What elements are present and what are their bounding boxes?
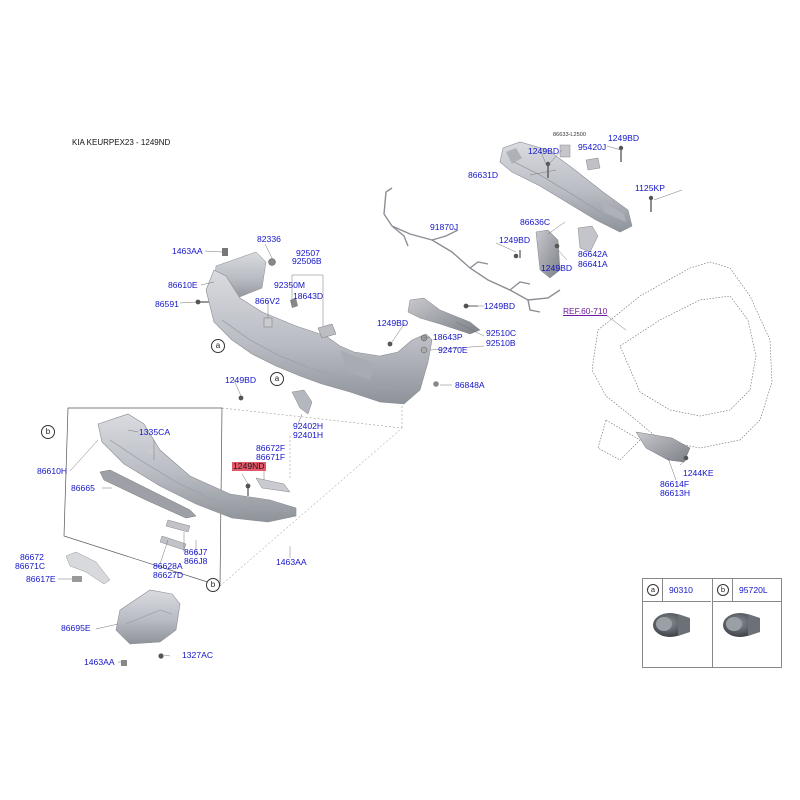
label-92470e[interactable]: 92470E: [438, 345, 468, 355]
label-866j7[interactable]: 866J7: [184, 547, 208, 557]
label-86631d[interactable]: 86631D: [468, 170, 499, 180]
legend-head-a: a 90310: [643, 579, 711, 602]
label-1249bd-bracket[interactable]: 1249BD: [541, 263, 573, 273]
beam-86631D: [499, 141, 633, 233]
clip-86848A: [433, 381, 439, 387]
label-866v2[interactable]: 866V2: [255, 296, 280, 306]
label-92402h[interactable]: 92402H: [293, 421, 324, 431]
label-86613h[interactable]: 86613H: [660, 488, 691, 498]
legend-cell-a: a 90310: [643, 579, 711, 667]
legend-callout-a: a: [647, 584, 659, 596]
label-86641a[interactable]: 86641A: [578, 259, 608, 269]
sensor-90310-icon: [653, 613, 690, 637]
label-1463aa-bottom[interactable]: 1463AA: [84, 657, 115, 667]
label-86672[interactable]: 86672: [20, 552, 44, 562]
sensor-95720L-icon: [723, 613, 760, 637]
label-86617e[interactable]: 86617E: [26, 574, 56, 584]
label-1463aa-mid[interactable]: 1463AA: [276, 557, 307, 567]
label-86665[interactable]: 86665: [71, 483, 95, 493]
label-92507[interactable]: 92507: [296, 248, 320, 258]
mud-guard-86695E: [115, 589, 181, 666]
label-18643p[interactable]: 18643P: [433, 332, 463, 342]
quarter-bracket-86614F: [635, 431, 691, 463]
bracket-86642A: [513, 225, 599, 279]
legend-code-90310[interactable]: 90310: [669, 585, 693, 595]
label-86671c[interactable]: 86671C: [15, 561, 46, 571]
label-1125kp[interactable]: 1125KP: [635, 183, 665, 193]
garnish-86665: [99, 469, 197, 519]
callout-a-lower: a: [270, 372, 284, 386]
label-1335ca[interactable]: 1335CA: [139, 427, 171, 437]
label-95420j[interactable]: 95420J: [578, 142, 607, 152]
wiring-harness-91870J: [383, 187, 561, 313]
legend-code-95720L[interactable]: 95720L: [739, 585, 768, 595]
side-piece-86672: [65, 551, 111, 585]
reflector-92402H: [291, 389, 313, 415]
label-1463aa-top[interactable]: 1463AA: [172, 246, 203, 256]
label-86848a[interactable]: 86848A: [455, 380, 485, 390]
label-86642a[interactable]: 86642A: [578, 249, 608, 259]
clips-866J7: [159, 519, 191, 551]
label-86627d[interactable]: 86627D: [153, 570, 184, 580]
label-1249bd-top-right[interactable]: 1249BD: [608, 133, 640, 143]
beam-hardware: [545, 145, 654, 212]
label-82336[interactable]: 82336: [257, 234, 281, 244]
label-86695e[interactable]: 86695E: [61, 623, 91, 633]
legend-cell-b: b 95720L: [712, 579, 781, 667]
screw-1249BD-left: [238, 395, 244, 401]
label-1249nd[interactable]: 1249ND: [232, 461, 266, 471]
label-leaders: [58, 145, 687, 663]
label-866j8[interactable]: 866J8: [184, 556, 208, 566]
label-91870j[interactable]: 91870J: [430, 222, 459, 232]
quarter-panel-line-art: [591, 261, 773, 461]
callout-b-upper: b: [41, 425, 55, 439]
label-92510c[interactable]: 92510C: [486, 328, 517, 338]
label-86636c[interactable]: 86636C: [520, 217, 551, 227]
label-92510b[interactable]: 92510B: [486, 338, 516, 348]
legend-head-b: b 95720L: [713, 579, 781, 602]
label-1249bd-left[interactable]: 1249BD: [225, 375, 257, 385]
callout-b-lower: b: [206, 578, 220, 592]
leader-lines: [219, 404, 403, 587]
label-92506b[interactable]: 92506B: [292, 256, 322, 266]
ref-link-60-710[interactable]: REF.60-710: [563, 306, 608, 316]
label-1249bd-top-left[interactable]: 1249BD: [528, 146, 560, 156]
label-1249bd-mid[interactable]: 1249BD: [499, 235, 531, 245]
callout-a-upper: a: [211, 339, 225, 353]
label-86610h[interactable]: 86610H: [37, 466, 68, 476]
label-1249bd-center[interactable]: 1249BD: [377, 318, 409, 328]
label-1249bd-bar[interactable]: 1249BD: [484, 301, 516, 311]
label-18643d[interactable]: 18643D: [293, 291, 324, 301]
label-92401h[interactable]: 92401H: [293, 430, 324, 440]
label-86591[interactable]: 86591: [155, 299, 179, 309]
legend-callout-b: b: [717, 584, 729, 596]
label-86610e[interactable]: 86610E: [168, 280, 198, 290]
label-86614f[interactable]: 86614F: [660, 479, 690, 489]
label-86628a[interactable]: 86628A: [153, 561, 183, 571]
diffuser-86610H: [97, 413, 297, 523]
legend-table: a 90310 b 95720L: [642, 578, 782, 668]
label-86672f[interactable]: 86672F: [256, 443, 286, 453]
label-86671f[interactable]: 86671F: [256, 452, 286, 462]
label-1327ac[interactable]: 1327AC: [182, 650, 214, 660]
label-1244ke[interactable]: 1244KE: [683, 468, 714, 478]
diagram-title: KIA KEURPEX23 - 1249ND: [72, 138, 171, 147]
label-92350m[interactable]: 92350M: [274, 280, 306, 290]
label-86633-l2500[interactable]: 86633-L2500: [553, 132, 586, 138]
